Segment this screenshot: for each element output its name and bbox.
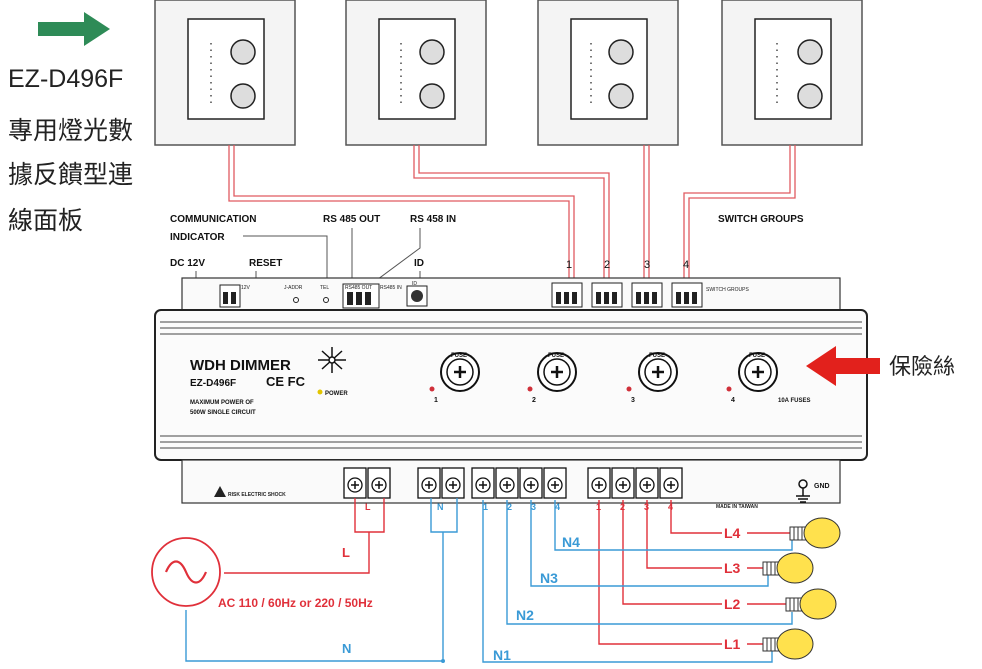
- fuse-holder: [626, 352, 678, 392]
- power-led-icon: [318, 347, 346, 373]
- reset-label: RESET: [249, 258, 282, 269]
- load-L4: L4: [724, 525, 741, 541]
- wall-panel: [537, 0, 679, 146]
- load-N4: N4: [562, 534, 580, 550]
- fuse-holder: [429, 352, 480, 392]
- neutral-wires: [185, 498, 793, 663]
- load-L3: L3: [724, 560, 741, 576]
- gnd-label: GND: [814, 483, 830, 490]
- channel-number-1: 1: [434, 397, 438, 404]
- made-in-label: MADE IN TAIWAN: [716, 504, 758, 510]
- n-wire-label: N: [342, 641, 351, 656]
- wall-panel: [345, 0, 487, 146]
- cert-marks: CE FC: [266, 374, 306, 389]
- panel-cables: [228, 145, 796, 280]
- channel-number-4: 4: [731, 397, 735, 404]
- bulb-icon: [789, 517, 841, 549]
- fuse-holder: [726, 352, 778, 392]
- wall-panel: [154, 0, 296, 146]
- n-term-1: 1: [483, 502, 488, 512]
- load-N1: N1: [493, 647, 511, 663]
- n-term-4: 4: [555, 502, 560, 512]
- switch-groups-terminal-label: SWITCH GROUPS: [706, 287, 749, 293]
- group-number-4: 4: [683, 259, 689, 271]
- load-L2: L2: [724, 596, 741, 612]
- rs485-out-label: RS 485 OUT: [323, 214, 380, 225]
- red-arrow-icon: [806, 346, 880, 386]
- power-indicator-icon: [317, 389, 323, 395]
- n-term-3: 3: [531, 502, 536, 512]
- load-N3: N3: [540, 570, 558, 586]
- load-L1: L1: [724, 636, 741, 652]
- green-arrow-icon: [38, 12, 110, 46]
- risk-shock-label: RISK ELECTRIC SHOCK: [228, 492, 286, 498]
- wall-panel: [721, 0, 863, 146]
- group-number-2: 2: [604, 259, 610, 271]
- top-terminals: [219, 282, 703, 309]
- neutral-junction: [441, 659, 445, 663]
- group-number-3: 3: [644, 259, 650, 271]
- communication-label: COMMUNICATION: [170, 214, 256, 225]
- power-label: POWER: [325, 391, 348, 397]
- bulb-icon: [785, 588, 837, 620]
- channel-number-3: 3: [631, 397, 635, 404]
- max-power-line-1: MAXIMUM POWER OF: [190, 400, 254, 406]
- fuse-rating-label: 10A FUSES: [778, 398, 810, 404]
- n-term-2: 2: [507, 502, 512, 512]
- fuse-cap-3: FUSE: [649, 353, 665, 359]
- fuse-cap-2: FUSE: [548, 353, 564, 359]
- terminal-L-label: L: [365, 502, 371, 512]
- ac-label: AC 110 / 60Hz or 220 / 50Hz: [218, 596, 373, 610]
- ac-wave-icon: [164, 560, 208, 584]
- terminal-label-jaddr: J-ADDR: [284, 285, 303, 291]
- warning-triangle-icon: [214, 486, 226, 497]
- panel-model-label: EZ-D496F: [8, 65, 123, 93]
- terminal-label-12v: 12V: [241, 285, 251, 291]
- rs485-in-label: RS 458 IN: [410, 214, 456, 225]
- load-N2: N2: [516, 607, 534, 623]
- l-wire-label: L: [342, 545, 350, 560]
- channel-number-2: 2: [532, 397, 536, 404]
- terminal-N-label: N: [437, 502, 444, 512]
- caption-line-2: 據反饋型連: [8, 160, 133, 189]
- switch-groups-label: SWITCH GROUPS: [718, 214, 804, 225]
- fuse-cap-4: FUSE: [749, 353, 765, 359]
- fuse-holder: [527, 352, 577, 392]
- live-wires: [224, 498, 792, 645]
- bulb-icon: [762, 628, 814, 660]
- gnd-icon: [796, 479, 810, 503]
- caption-line-1: 專用燈光數: [8, 116, 133, 145]
- device-brand: WDH DIMMER: [190, 357, 291, 374]
- bulb-icon: [762, 552, 814, 584]
- indicator-label: INDICATOR: [170, 232, 225, 243]
- max-power-line-2: 500W SINGLE CIRCUIT: [190, 410, 256, 416]
- screw-slots: [351, 481, 675, 489]
- fuse-caption: 保險絲: [889, 355, 955, 380]
- device-top-strip: [181, 277, 841, 311]
- terminal-label-id: ID: [412, 281, 417, 287]
- device-model: EZ-D496F: [190, 378, 236, 389]
- caption-line-3: 線面板: [8, 206, 83, 235]
- dc12v-label: DC 12V: [170, 258, 205, 269]
- terminal-label-tel: TEL: [320, 285, 329, 291]
- group-number-1: 1: [566, 259, 572, 271]
- fuse-cap-1: FUSE: [451, 353, 467, 359]
- terminal-label-in: RS485 IN: [380, 285, 402, 291]
- terminal-label-out: RS485 OUT: [345, 285, 372, 291]
- id-label: ID: [414, 258, 424, 269]
